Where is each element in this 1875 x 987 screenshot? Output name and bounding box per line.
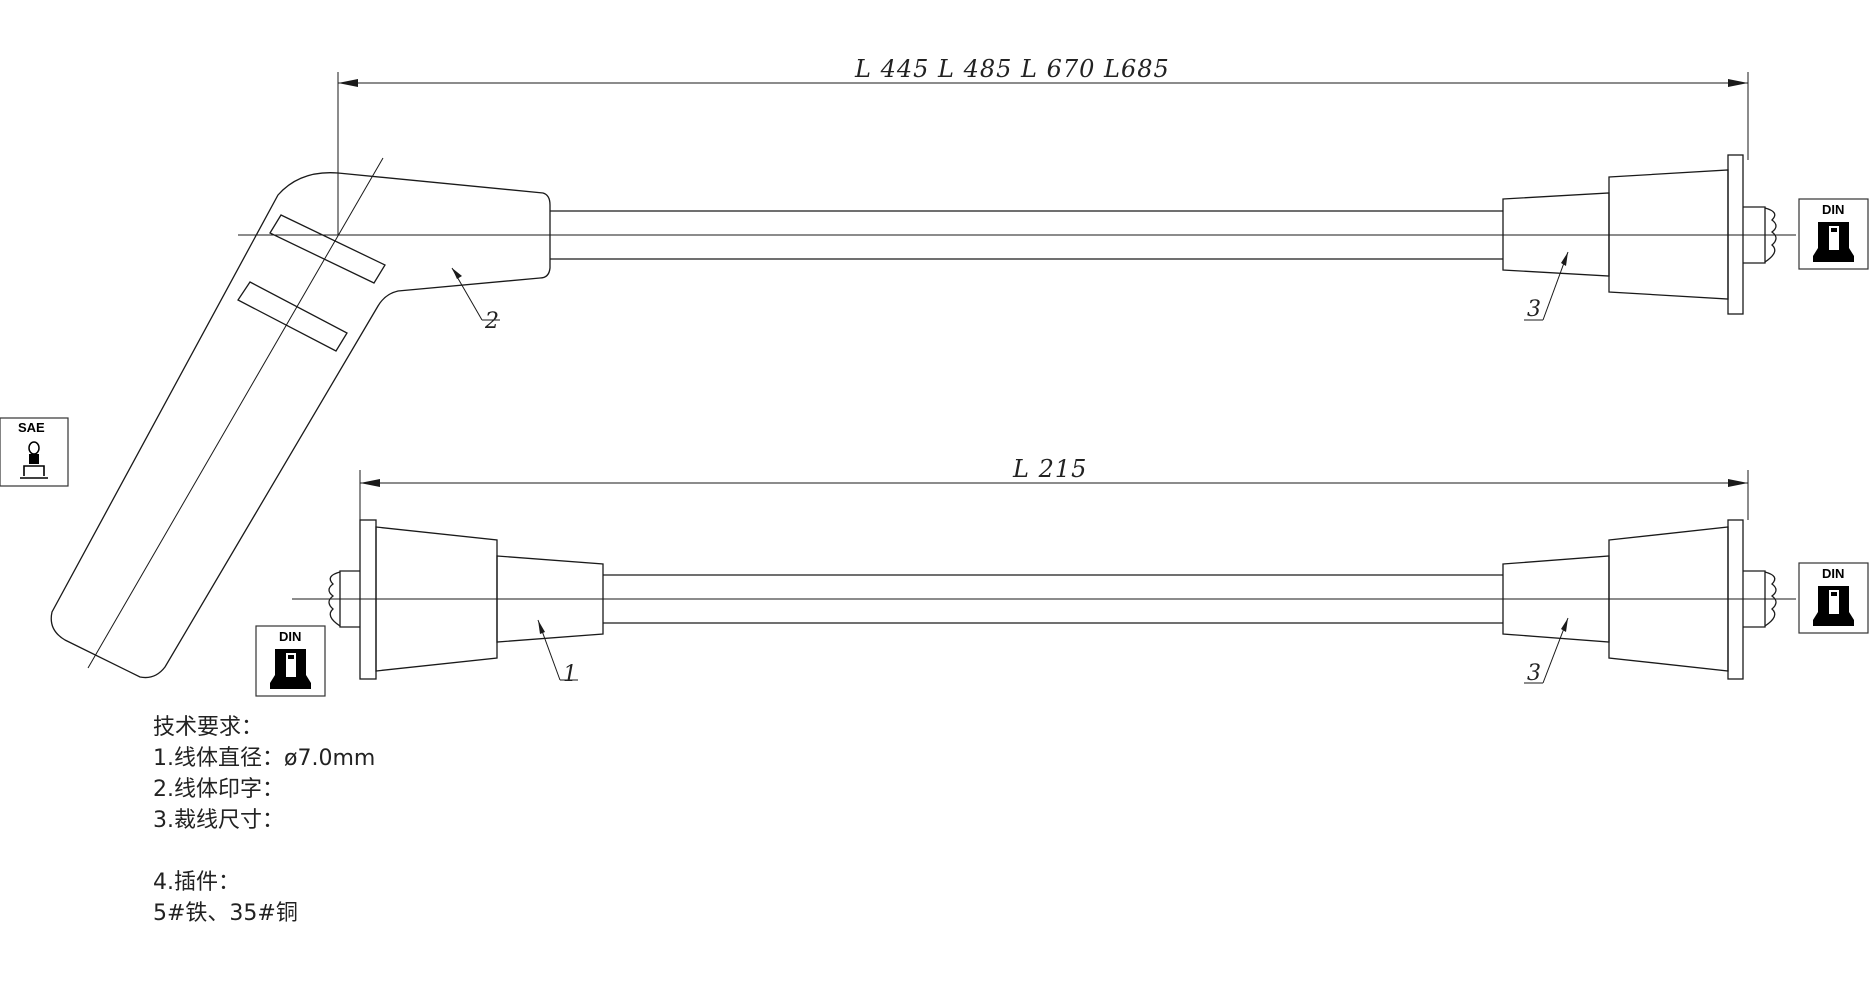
boot-slot-lower — [237, 281, 348, 352]
din-badge-lower-right: DIN — [1798, 562, 1869, 634]
notes-spacer — [153, 836, 375, 867]
top-length-label: L 445 L 485 L 670 L685 — [854, 55, 1170, 83]
din-lower-left-label: DIN — [279, 629, 301, 644]
lower-cable — [292, 519, 1796, 680]
note-item-4: 4.插件： — [153, 870, 240, 895]
lower-right-flange — [1727, 519, 1744, 680]
din-connector-icon — [1813, 222, 1854, 262]
top-dimension: L 445 L 485 L 670 L685 — [337, 55, 1749, 235]
boot-slot-upper — [269, 214, 386, 284]
lower-callouts: 1 3 — [537, 617, 1569, 687]
callout-upper-right: 3 — [1527, 297, 1541, 322]
callout-lower-left: 1 — [563, 662, 577, 687]
din-badge-upper-right: DIN — [1798, 198, 1869, 270]
lower-left-boot-neck — [496, 555, 604, 643]
din-connector-icon — [1813, 586, 1854, 626]
note-item-2: 2.线体印字： — [153, 777, 284, 802]
bottom-length-label: L 215 — [1012, 455, 1087, 483]
din-badge-lower-left: DIN — [255, 625, 326, 697]
callout-lower-right: 3 — [1527, 661, 1541, 686]
angled-boot — [50, 172, 551, 679]
sae-badge: SAE — [0, 417, 69, 487]
upper-cable — [50, 154, 1796, 679]
note-item-5: 5#铁、35#铜 — [153, 901, 298, 926]
din-lower-right-label: DIN — [1822, 566, 1844, 581]
technical-notes: 技术要求： 1.线体直径：ø7.0mm 2.线体印字： 3.裁线尺寸： 4.插件… — [153, 712, 375, 929]
note-item-3: 3.裁线尺寸： — [153, 808, 284, 833]
bottom-dimension: L 215 — [359, 455, 1749, 520]
upper-right-terminal — [1743, 206, 1766, 264]
lower-left-boot — [375, 526, 498, 672]
din-connector-icon — [270, 649, 311, 689]
notes-heading: 技术要求： — [153, 715, 264, 740]
din-upper-right-label: DIN — [1822, 202, 1844, 217]
upper-right-flange — [1727, 154, 1744, 315]
sae-label: SAE — [18, 420, 45, 435]
note-item-1: 1.线体直径：ø7.0mm — [153, 746, 376, 771]
lower-right-terminal — [1743, 570, 1766, 628]
callout-upper-left: 2 — [484, 309, 499, 334]
sae-connector-icon — [20, 441, 48, 479]
upper-callouts: 2 3 — [451, 251, 1569, 334]
